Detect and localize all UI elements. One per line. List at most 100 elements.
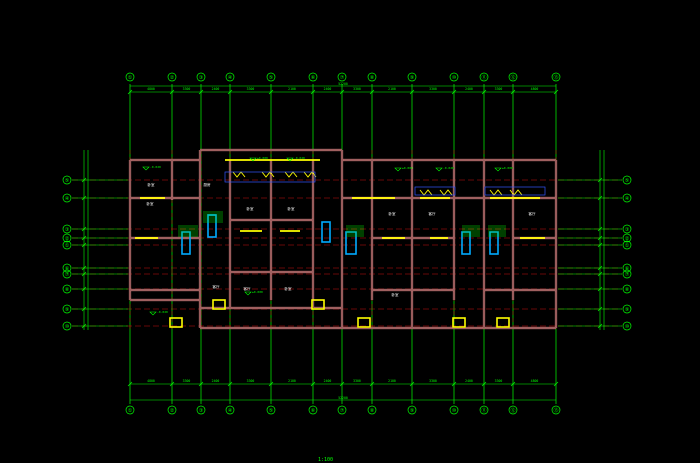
axis-label-bottom: ⑩ xyxy=(452,408,457,414)
dimension-tick xyxy=(481,89,487,95)
axis-bubble xyxy=(479,405,489,415)
axis-bubble xyxy=(622,175,632,185)
axis-label-left: ⑤ xyxy=(65,178,70,184)
plan-details xyxy=(135,159,546,328)
elevation-symbol xyxy=(249,157,257,162)
axis-label-left: ① xyxy=(65,243,70,249)
axis-bubble xyxy=(266,72,276,82)
axis-bubble xyxy=(62,224,72,234)
axis-label-top: ⑩ xyxy=(452,75,457,81)
axis-bubble xyxy=(622,269,632,279)
room-label-r6: 卧室 xyxy=(389,211,397,216)
side-dim-tick xyxy=(597,226,603,232)
dimension-tick xyxy=(409,381,415,387)
axis-label-right: ⑨ xyxy=(625,307,630,313)
axis-bubble xyxy=(62,284,72,294)
dimension-tick xyxy=(268,381,274,387)
axis-label-left: ⑨ xyxy=(65,307,70,313)
dimension-tick xyxy=(369,381,375,387)
dimension-tick xyxy=(268,89,274,95)
stair xyxy=(207,214,217,238)
dimension-text: 4800 xyxy=(531,379,539,383)
axis-bubble xyxy=(167,405,177,415)
axis-label-bottom: ⑤ xyxy=(269,408,274,414)
side-dim-tick xyxy=(81,235,87,241)
dimension-text: 3300 xyxy=(495,379,503,383)
axis-label-top: ③ xyxy=(199,75,204,81)
dimension-text: 4800 xyxy=(147,87,155,91)
axis-bubble xyxy=(551,405,561,415)
axis-bubble xyxy=(508,405,518,415)
blue-frame xyxy=(484,186,546,196)
elevation-symbol xyxy=(286,157,294,162)
stair xyxy=(321,221,331,243)
dimension-tick xyxy=(481,381,487,387)
axis-label-bottom: ⑥ xyxy=(311,408,316,414)
axis-bubble xyxy=(337,405,347,415)
axis-label-right: ⑤ xyxy=(625,178,630,184)
axis-label-left: ⑧ xyxy=(65,287,70,293)
axis-bubble xyxy=(622,193,632,203)
axis-label-left: ③ xyxy=(65,227,70,233)
room-label-r11: 卧室 xyxy=(285,286,293,291)
axis-bubble xyxy=(622,240,632,250)
side-dim-tick xyxy=(81,323,87,329)
axis-bubble xyxy=(62,304,72,314)
axis-bubble xyxy=(551,72,561,82)
axis-bubble xyxy=(622,304,632,314)
elevation-symbol xyxy=(244,291,252,296)
elevation-symbol xyxy=(149,311,157,316)
elevation-symbol xyxy=(394,167,402,172)
dimension-total-text: 52200 xyxy=(338,396,348,400)
axis-label-left: ⑩ xyxy=(65,324,70,330)
axis-label-top: ⑪ xyxy=(481,74,486,81)
elevation-symbol xyxy=(435,167,443,172)
axis-bubble xyxy=(367,405,377,415)
dimension-text: 3300 xyxy=(495,87,503,91)
dimension-total-text: 52200 xyxy=(338,82,348,86)
dimension-text: 2100 xyxy=(388,87,396,91)
dimension-tick xyxy=(510,381,516,387)
dimension-text: 2100 xyxy=(288,379,296,383)
axis-label-left: ⑦ xyxy=(65,272,70,278)
axis-label-bottom: ③ xyxy=(199,408,204,414)
axis-bubble xyxy=(407,72,417,82)
dimension-text: 3300 xyxy=(247,87,255,91)
elevation-text: -0.020 xyxy=(157,310,168,314)
elevation-text: ±0.000 xyxy=(257,156,268,160)
dimension-tick xyxy=(227,381,233,387)
dimension-tick xyxy=(553,89,559,95)
elevation-text: ±0.000 xyxy=(402,166,413,170)
axis-label-bottom: ⑬ xyxy=(553,407,558,414)
dimension-tick xyxy=(510,89,516,95)
side-dim-tick xyxy=(597,265,603,271)
axis-label-right: ⑩ xyxy=(625,324,630,330)
axis-bubble xyxy=(367,72,377,82)
axis-bubble xyxy=(622,263,632,273)
axis-label-bottom: ⑫ xyxy=(510,407,515,414)
axis-bubble xyxy=(167,72,177,82)
elevation-text: ±0.000 xyxy=(252,290,263,294)
axis-label-bottom: ① xyxy=(128,408,133,414)
axis-label-top: ⑧ xyxy=(370,75,375,81)
dimension-tick xyxy=(339,381,345,387)
door-opening xyxy=(169,317,183,328)
axis-bubble xyxy=(508,72,518,82)
axis-label-top: ⑨ xyxy=(410,75,415,81)
side-dim-tick xyxy=(81,265,87,271)
axis-bubble xyxy=(308,405,318,415)
axis-bubble xyxy=(622,233,632,243)
dimension-text: 3300 xyxy=(353,87,361,91)
axis-bubble xyxy=(62,193,72,203)
axis-label-right: ③ xyxy=(625,227,630,233)
room-label-r1: 卧室 xyxy=(147,201,154,206)
side-dim-tick xyxy=(597,286,603,292)
axis-label-bottom: ⑧ xyxy=(370,408,375,414)
axis-bubble xyxy=(622,284,632,294)
axis-label-bottom: ② xyxy=(170,408,175,414)
dimension-text: 2400 xyxy=(324,379,332,383)
room-label-r7: 客厅 xyxy=(429,211,437,216)
axis-bubble xyxy=(308,72,318,82)
axis-bubble xyxy=(196,72,206,82)
